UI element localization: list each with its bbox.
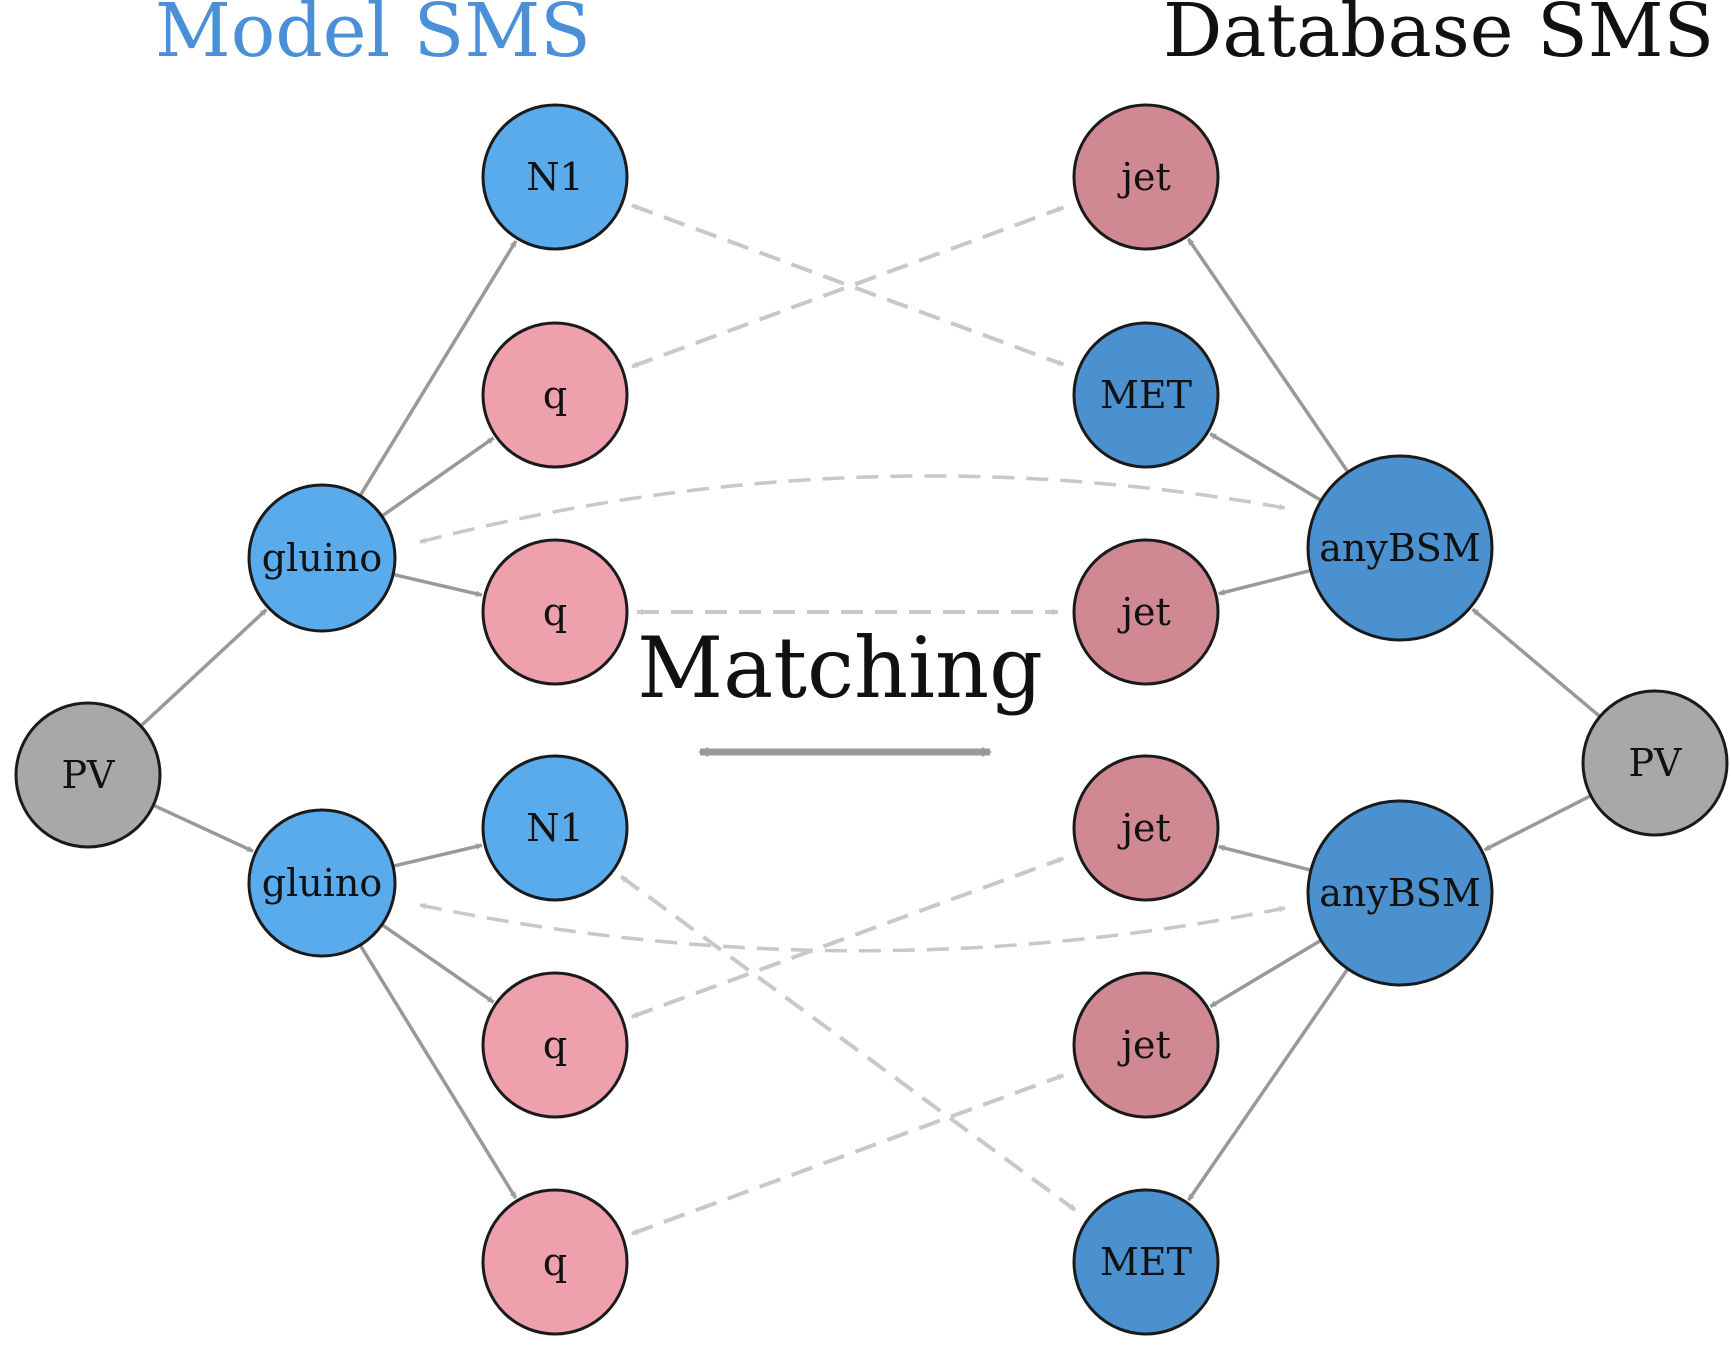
database-sms-title: Database SMS bbox=[1163, 0, 1714, 74]
decay-edge-d_b1-to-d_met1 bbox=[1209, 432, 1323, 503]
node-label: jet bbox=[1117, 590, 1171, 634]
matching-lines bbox=[419, 203, 1286, 1236]
node-label: q bbox=[543, 1023, 567, 1067]
node-d-j4: jet bbox=[1072, 971, 1220, 1119]
node-m-pv: PV bbox=[14, 701, 162, 849]
decay-edge-d_pv-to-d_b1 bbox=[1471, 607, 1602, 718]
node-circle bbox=[481, 754, 629, 902]
decay-edge-m_g1-to-m_q2 bbox=[392, 572, 483, 598]
match-line-m_q4-d_j4 bbox=[631, 1073, 1065, 1236]
decay-edge-d_b1-to-d_j1 bbox=[1186, 237, 1350, 474]
decay-edge-m_g1-to-m_n1a bbox=[358, 240, 518, 497]
node-d-met1: MET bbox=[1072, 321, 1220, 469]
node-d-pv: PV bbox=[1581, 689, 1729, 837]
node-circle bbox=[481, 971, 629, 1119]
model-sms-title: Model SMS bbox=[155, 0, 591, 74]
node-circle bbox=[481, 538, 629, 686]
node-m-q2: q bbox=[481, 538, 629, 686]
node-label: N1 bbox=[526, 806, 583, 850]
node-circle bbox=[1581, 689, 1729, 837]
node-label: jet bbox=[1117, 806, 1171, 850]
node-label: MET bbox=[1100, 1240, 1192, 1284]
node-circle bbox=[1072, 538, 1220, 686]
match-line-m_g1-d_b1 bbox=[419, 474, 1286, 544]
node-label: q bbox=[543, 1240, 567, 1284]
match-line-m_g2-d_b2 bbox=[419, 902, 1286, 953]
node-circle bbox=[481, 321, 629, 469]
node-circle bbox=[1072, 1188, 1220, 1336]
node-circle bbox=[1072, 971, 1220, 1119]
node-m-q4: q bbox=[481, 1188, 629, 1336]
node-label: PV bbox=[61, 753, 115, 797]
match-line-m_n1b-d_met2 bbox=[619, 874, 1077, 1212]
node-circle bbox=[1306, 454, 1494, 642]
decay-edge-m_g2-to-m_n1b bbox=[392, 843, 483, 868]
node-label: MET bbox=[1100, 373, 1192, 417]
match-line-m_q1-d_j1 bbox=[631, 205, 1065, 369]
node-d-b2: anyBSM bbox=[1306, 799, 1494, 987]
node-circle bbox=[14, 701, 162, 849]
decay-edge-d_b1-to-d_j2 bbox=[1218, 568, 1312, 596]
decay-edge-d_pv-to-d_b2 bbox=[1483, 794, 1592, 852]
node-m-n1a: N1 bbox=[481, 103, 629, 251]
node-circle bbox=[1072, 754, 1220, 902]
node-m-g1: gluino bbox=[247, 483, 397, 633]
decay-edge-m_g1-to-m_q1 bbox=[380, 436, 495, 518]
decay-edge-d_b2-to-d_met2 bbox=[1187, 967, 1350, 1202]
node-label: gluino bbox=[262, 861, 382, 905]
decay-edge-m_pv-to-m_g1 bbox=[139, 608, 268, 728]
decay-edge-d_b2-to-d_j3 bbox=[1217, 844, 1312, 872]
node-label: q bbox=[543, 590, 567, 634]
node-label: q bbox=[543, 373, 567, 417]
nodes: PVgluinogluinoN1qqN1qqPVanyBSManyBSMjetM… bbox=[14, 103, 1729, 1336]
node-label: jet bbox=[1117, 1023, 1171, 1067]
node-circle bbox=[1306, 799, 1494, 987]
decay-edge-m_g2-to-m_q4 bbox=[358, 944, 518, 1200]
node-m-q1: q bbox=[481, 321, 629, 469]
match-line-m_q3-d_j3 bbox=[631, 856, 1065, 1019]
node-label: PV bbox=[1628, 741, 1682, 785]
decay-edge-d_b2-to-d_j4 bbox=[1209, 938, 1322, 1008]
node-circle bbox=[481, 103, 629, 251]
node-label: jet bbox=[1117, 155, 1171, 199]
node-circle bbox=[247, 483, 397, 633]
matching-label: Matching bbox=[637, 619, 1043, 717]
node-circle bbox=[1072, 321, 1220, 469]
node-m-q3: q bbox=[481, 971, 629, 1119]
node-m-n1b: N1 bbox=[481, 754, 629, 902]
node-circle bbox=[1072, 103, 1220, 251]
node-d-b1: anyBSM bbox=[1306, 454, 1494, 642]
node-label: gluino bbox=[262, 536, 382, 580]
decay-edge-m_g2-to-m_q3 bbox=[380, 923, 495, 1004]
node-circle bbox=[481, 1188, 629, 1336]
node-m-g2: gluino bbox=[247, 808, 397, 958]
node-label: anyBSM bbox=[1319, 526, 1480, 570]
decay-edges bbox=[139, 237, 1602, 1202]
node-d-j1: jet bbox=[1072, 103, 1220, 251]
node-d-j2: jet bbox=[1072, 538, 1220, 686]
node-d-j3: jet bbox=[1072, 754, 1220, 902]
node-circle bbox=[247, 808, 397, 958]
node-label: N1 bbox=[526, 155, 583, 199]
decay-edge-m_pv-to-m_g2 bbox=[152, 803, 254, 853]
node-label: anyBSM bbox=[1319, 871, 1480, 915]
node-d-met2: MET bbox=[1072, 1188, 1220, 1336]
